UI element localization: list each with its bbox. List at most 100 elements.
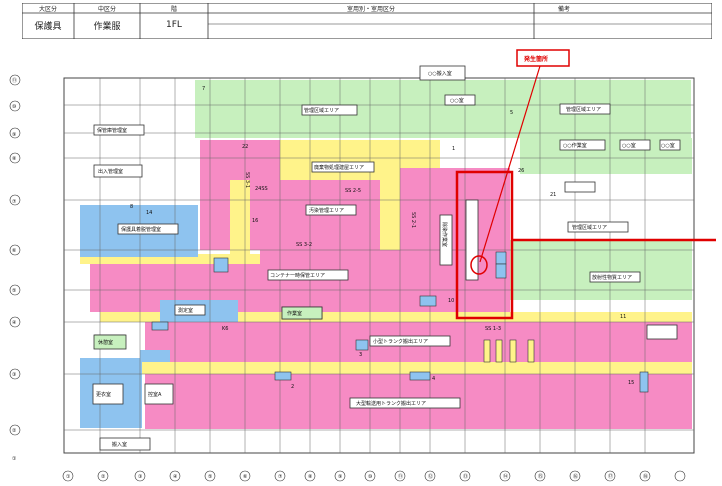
bottom-axis-14: ⑭ (503, 473, 508, 480)
tag-16: 16 (252, 218, 258, 224)
label-lower-pink1: 小型トランク搬出エリア (373, 338, 428, 345)
callout-box (516, 49, 570, 67)
label-vertical-box: 除染作業室 (441, 222, 448, 247)
tag-21: 21 (550, 192, 556, 198)
room-vertical-box (439, 214, 453, 266)
label-yellow-top: 廃棄物処理建屋エリア (314, 164, 364, 171)
zone-pink-d (400, 168, 510, 250)
left-axis-8: ④ (12, 320, 17, 326)
label-top-room: ○○搬入室 (428, 70, 452, 77)
room-right-note-box (567, 221, 629, 233)
room-small1-box (619, 139, 651, 151)
label-right1: ○○作業室 (563, 142, 587, 149)
bottom-axis-16: ⑯ (573, 473, 578, 480)
left-axis-11: ① (12, 456, 17, 462)
blue-block-1 (213, 257, 229, 273)
blue-block-4 (151, 321, 169, 331)
header-col4-title: 室用別・室用区分 (346, 5, 395, 13)
bottom-axis-3: ③ (138, 474, 142, 480)
bottom-axis: ① ② ③ ④ ⑤ ⑥ ⑦ ⑧ ⑨ ⑩ ⑪ ⑫ ⑬ ⑭ ⑮ ⑯ ⑰ ⑱ (66, 473, 648, 480)
left-axis-7: ⑤ (12, 288, 16, 294)
yellow-col-4 (527, 339, 535, 363)
room-blue-upper-box (117, 223, 179, 235)
tag-8: 8 (130, 204, 133, 210)
label-small-r1: ○○室 (622, 142, 636, 149)
tag-4: 4 (432, 376, 435, 382)
tag-ss1: SS 1-3 (485, 326, 501, 332)
bottom-axis-9: ⑨ (338, 474, 342, 480)
room-mid-top-box (444, 94, 476, 106)
room-lower-left2-box (92, 383, 124, 405)
tag-ss5: SS 2-1 (410, 212, 416, 228)
plan-grid (64, 78, 694, 453)
bottom-axis-5: ⑤ (208, 474, 212, 480)
tag-ss3: SS 3-2 (296, 242, 312, 248)
bottom-axis-2: ② (101, 474, 106, 480)
room-center-box (267, 269, 349, 281)
room-storage-box (93, 124, 145, 136)
left-axis-5: ⑦ (12, 199, 17, 205)
label-green-right: 管理区域エリア (566, 106, 601, 113)
label-mid-blue: 測定室 (178, 307, 193, 314)
label-storage: 保管庫管理室 (97, 127, 127, 134)
header-col3-value: 1FL (166, 20, 182, 30)
left-axis-1: ⑪ (12, 77, 17, 84)
header-col1-title: 大区分 (38, 5, 57, 13)
zone-yellow-band3 (100, 362, 692, 374)
blue-block-6 (419, 295, 437, 307)
label-bottom: 搬入室 (112, 441, 127, 448)
zone-yellow-vert2 (380, 180, 400, 250)
yellow-col-3 (509, 339, 517, 363)
label-green-left: 管理区域エリア (304, 107, 339, 114)
label-right-note: 管理区域エリア (572, 224, 607, 231)
room-pink-mid-box (305, 204, 357, 216)
room-entry-box (93, 164, 143, 178)
label-rest: 休憩室 (98, 339, 113, 346)
room-lower-pink1-box (369, 335, 451, 347)
room-bottom-box (99, 437, 151, 451)
bottom-axis-13: ⑬ (463, 473, 468, 480)
bottom-axis-18: ⑱ (643, 473, 648, 480)
tag-24ss: 24SS (255, 186, 268, 192)
tag-5: 5 (510, 110, 513, 116)
tag-14: 14 (146, 210, 152, 216)
left-axis-10: ② (12, 428, 17, 434)
room-right1-box (559, 139, 606, 151)
zone-yellow-band2 (100, 312, 692, 322)
callout-ellipse (470, 255, 488, 275)
bottom-axis-4: ④ (173, 474, 178, 480)
blue-block-2 (495, 251, 507, 265)
room-top-box (419, 65, 466, 81)
room-rest-fill (93, 334, 127, 350)
label-mid-top: ○○室 (450, 97, 464, 104)
header-col1-value: 保護具 (34, 21, 62, 32)
zone-pink-a (200, 140, 280, 180)
tag-3: 3 (359, 352, 362, 358)
tag-2: 2 (291, 384, 294, 390)
room-yellow-top-box (311, 161, 375, 173)
bottom-axis-11: ⑪ (398, 473, 403, 480)
room-small2-box (659, 139, 681, 151)
room-green-left-box (301, 104, 358, 116)
callout-arrow (479, 65, 541, 263)
blue-block-9 (639, 371, 649, 393)
callout-label: 発生箇所 (524, 55, 548, 63)
label-lower-pink2: 大型輸送用トランク搬出エリア (356, 400, 426, 407)
blue-block-3 (495, 263, 507, 279)
left-axis-2: ⑩ (12, 104, 17, 110)
room-small3-box (564, 181, 596, 193)
blue-block-7 (409, 371, 431, 381)
tag-ss4: SS 3-1 (244, 172, 250, 188)
room-right-green-box (589, 271, 641, 283)
header-col5-title: 備考 (557, 5, 570, 13)
label-right-green: 放射性物質エリア (592, 274, 632, 281)
blue-block-8 (274, 371, 292, 381)
label-lower-left3: 更衣室 (96, 391, 111, 398)
bottom-axis-10: ⑩ (368, 474, 373, 480)
left-axis-4: ⑧ (12, 156, 17, 162)
room-blue-mid-box (174, 304, 206, 316)
tag-22: 22 (242, 144, 248, 150)
header-col2-value: 作業服 (93, 21, 121, 32)
header-table: 大区分 中区分 階 室用別・室用区分 備考 保護具 作業服 1FL (22, 3, 712, 39)
